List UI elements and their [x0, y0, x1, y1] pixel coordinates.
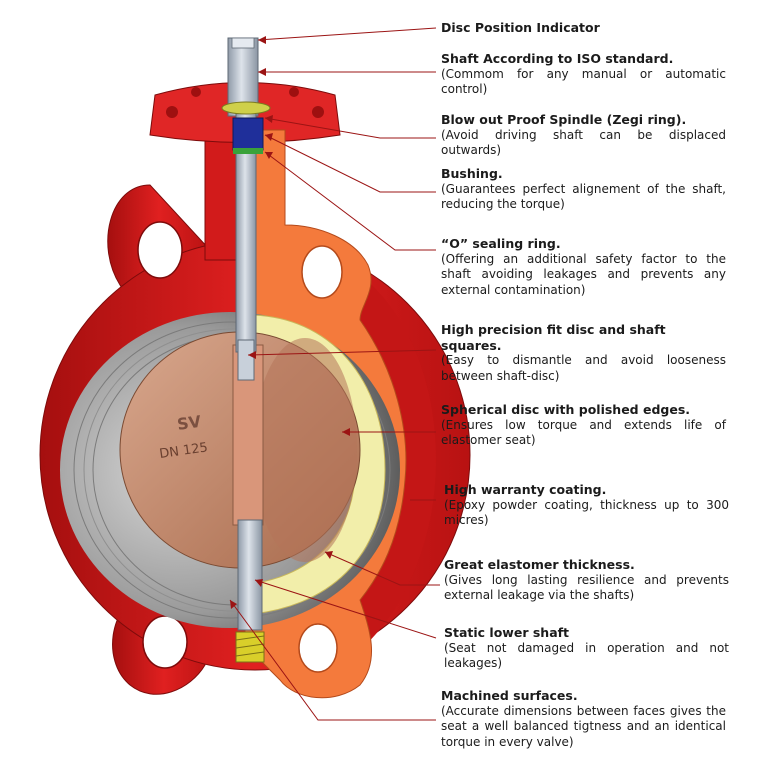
disc-logo-mark: SV [176, 412, 203, 434]
leader-zegi-ring [264, 117, 436, 139]
leader-o-ring [264, 151, 436, 251]
callout-bushing: Bushing. (Guarantees perfect alignement … [441, 166, 726, 213]
callout-o-ring: “O” sealing ring. (Offering an additiona… [441, 236, 726, 298]
callout-spherical-disc: Spherical disc with polished edges. (Ens… [441, 402, 726, 449]
callout-title: High precision fit disc and shaft square… [441, 322, 666, 353]
valve-disc: SV DN 125 [119, 331, 361, 569]
callout-zegi-ring: Blow out Proof Spindle (Zegi ring). (Avo… [441, 112, 726, 159]
callout-description: (Gives long lasting resilience and preve… [444, 572, 729, 603]
callout-disc-position-indicator: Disc Position Indicator [441, 20, 726, 36]
callout-description: (Guarantees perfect alignement of the sh… [441, 181, 726, 212]
leader-disc-shaft-squares [247, 349, 437, 356]
callout-title: “O” sealing ring. [441, 236, 561, 251]
callout-shaft-iso: Shaft According to ISO standard. (Commom… [441, 51, 726, 98]
disc-size-label: DN 125 [158, 440, 208, 462]
callout-title: Machined surfaces. [441, 688, 578, 703]
callout-title: High warranty coating. [444, 482, 607, 497]
callout-description: (Seat not damaged in operation and not l… [444, 640, 729, 671]
callout-lower-shaft: Static lower shaft (Seat not damaged in … [444, 625, 729, 672]
callout-title: Shaft According to ISO standard. [441, 51, 674, 66]
callout-description: (Accurate dimensions between faces gives… [441, 703, 726, 749]
callout-description: (Ensures low torque and extends life of … [441, 417, 726, 448]
valve-shaft [221, 37, 271, 663]
callout-title: Blow out Proof Spindle (Zegi ring). [441, 112, 687, 127]
leader-disc-position-indicator [257, 27, 437, 41]
callout-title: Great elastomer thickness. [444, 557, 635, 572]
callout-title: Static lower shaft [444, 625, 570, 640]
leader-arrowheads [230, 36, 350, 609]
callout-description: (Commom for any manual or automatic cont… [441, 66, 726, 97]
callout-description: (Avoid driving shaft can be displaced ou… [441, 127, 726, 158]
callout-title: Disc Position Indicator [441, 20, 600, 35]
callout-coating: High warranty coating. (Epoxy powder coa… [444, 482, 729, 529]
callout-description: (Easy to dismantle and avoid looseness b… [441, 353, 726, 383]
leader-lower-shaft [254, 579, 437, 639]
leader-machined-surfaces [229, 599, 436, 721]
callout-disc-shaft-squares: High precision fit disc and shaft square… [441, 322, 726, 384]
callout-description: (Epoxy powder coating, thickness up to 3… [444, 497, 729, 528]
leader-bushing [264, 134, 436, 193]
leader-elastomer [324, 551, 440, 586]
callout-title: Bushing. [441, 166, 503, 181]
callout-machined-surfaces: Machined surfaces. (Accurate dimensions … [441, 688, 726, 750]
callout-elastomer: Great elastomer thickness. (Gives long l… [444, 557, 729, 604]
callout-title: Spherical disc with polished edges. [441, 402, 691, 417]
leader-lines [229, 27, 440, 721]
callout-description: (Offering an additional safety factor to… [441, 251, 726, 297]
